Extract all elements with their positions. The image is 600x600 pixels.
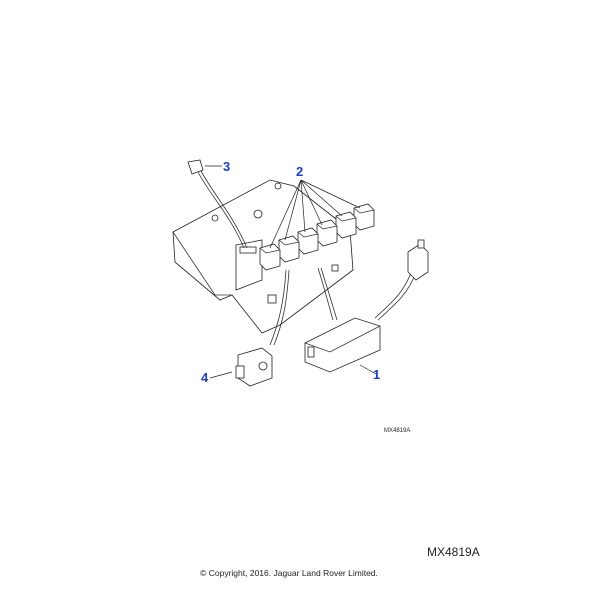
copyright-notice: © Copyright, 2016. Jaguar Land Rover Lim… xyxy=(200,568,378,578)
single-relay xyxy=(235,269,290,387)
drawing-code: MX4819A xyxy=(427,545,480,559)
callout-1[interactable]: 1 xyxy=(373,367,381,382)
leader-lines xyxy=(205,165,377,379)
control-module xyxy=(304,239,429,373)
callout-2[interactable]: 2 xyxy=(296,164,304,179)
relay-group xyxy=(259,203,375,271)
callout-3[interactable]: 3 xyxy=(223,159,231,174)
drawing-code-small: MX4819A xyxy=(384,428,411,434)
fuse xyxy=(187,159,248,249)
callout-4[interactable]: 4 xyxy=(201,370,209,385)
